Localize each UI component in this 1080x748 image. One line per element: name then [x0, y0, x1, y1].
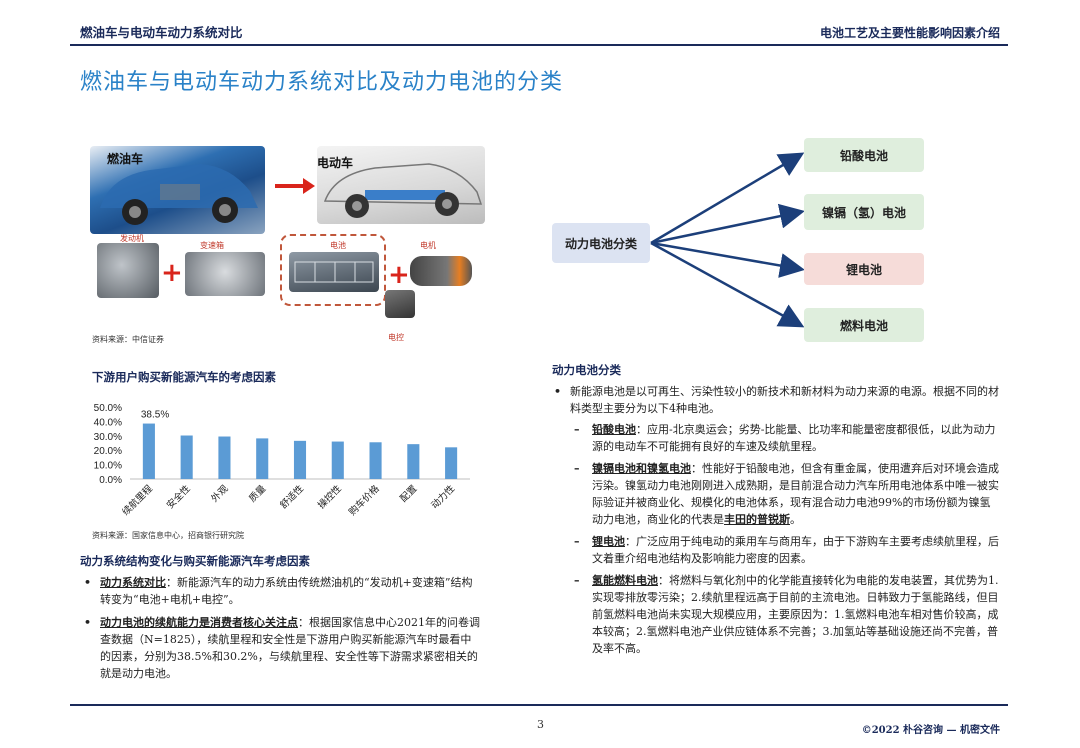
copyright-text: ©2022 朴谷咨询 — 机密文件 [861, 725, 1000, 736]
battery-type-item: 铅酸电池：应用-北京奥运会；劣势-比能量、比功率和能量密度都很低，以此为动力源的… [570, 421, 1000, 455]
gearbox-label: 变速箱 [200, 241, 224, 250]
battery-type-item: 镍镉电池和镍氢电池：性能好于铅酸电池，但含有重金属，使用遭弃后对环境会造成污染。… [570, 460, 1000, 528]
right-intro-text: 新能源电池是以可再生、污染性较小的新技术和新材料为动力来源的电源。根据不同的材料… [570, 385, 999, 415]
battery-classification-diagram: 动力电池分类 铅酸电池 镍镉（氢）电池 锂电池 燃料电池 [548, 135, 938, 350]
battery-type-head: 氢能燃料电池 [592, 574, 658, 587]
page-number: 3 [537, 718, 544, 731]
bullet-text: ：新能源汽车的动力系统由传统燃油机的“发动机+变速箱”结构转变为“电池+电机+电… [100, 576, 473, 606]
motor-image [410, 256, 472, 286]
battery-type-item: 氢能燃料电池：将燃料与氧化剂中的化学能直接转化为电能的发电装置，其优势为1.实现… [570, 572, 1000, 657]
y-tick-label: 10.0% [94, 461, 122, 472]
bullet-head: 动力电池的续航能力是消费者核心关注点 [100, 616, 298, 629]
header-left-title: 燃油车与电动车动力系统对比 [80, 25, 243, 40]
battery-type-text: ：应用-北京奥运会；劣势-比能量、比功率和能量密度都很低，以此为动力源的电动车不… [592, 423, 996, 453]
x-tick-label: 外观 [209, 482, 231, 504]
ev-label: 电动车 [317, 156, 354, 170]
data-label: 38.5% [141, 410, 169, 421]
right-bullet-list: 新能源电池是以可再生、污染性较小的新技术和新材料为动力来源的电源。根据不同的材料… [550, 383, 1000, 663]
right-intro-item: 新能源电池是以可再生、污染性较小的新技术和新材料为动力来源的电源。根据不同的材料… [550, 383, 1000, 657]
y-tick-label: 50.0% [94, 403, 122, 414]
chart-section-title: 下游用户购买新能源汽车的考虑因素 [92, 370, 276, 384]
illustration-source: 资料来源：中信证券 [92, 335, 164, 344]
x-tick-label: 配置 [398, 483, 419, 504]
diagram-node-fuel-cell: 燃料电池 [804, 308, 924, 342]
gearbox-image [185, 252, 265, 296]
header-right-title: 电池工艺及主要性能影响因素介绍 [819, 26, 1000, 40]
x-tick-label: 舒适性 [277, 482, 306, 511]
right-section-title: 动力电池分类 [552, 363, 621, 377]
battery-label: 电池 [330, 241, 346, 250]
left-section-title: 动力系统结构变化与购买新能源汽车考虑因素 [80, 554, 310, 568]
chart-bar [256, 438, 269, 479]
y-tick-label: 40.0% [94, 417, 122, 428]
battery-type-example: 丰田的普锐斯 [724, 513, 790, 526]
chart-source: 资料来源：国家信息中心，招商银行研究院 [92, 531, 244, 540]
arrow-to-nickel [650, 203, 805, 245]
battery-type-head: 铅酸电池 [592, 423, 636, 436]
diagram-node-lithium: 锂电池 [804, 253, 924, 285]
purchase-factors-chart: 50.0% 40.0% 30.0% 20.0% 10.0% 0.0%续航里程安全性外观质量… [80, 395, 480, 530]
x-tick-label: 动力性 [429, 482, 458, 511]
chart-bar [331, 441, 344, 479]
x-tick-label: 续航里程 [120, 482, 156, 518]
fuel-car-image [90, 146, 265, 234]
x-tick-label: 操控性 [315, 482, 344, 511]
controller-label: 电控 [388, 333, 404, 342]
y-tick-label: 0.0% [99, 475, 122, 486]
diagram-root-node: 动力电池分类 [552, 223, 650, 263]
battery-type-text: ：性能好于铅酸电池，但含有重金属，使用遭弃后对环境会造成污染。镍氢动力电池刚刚进… [592, 462, 999, 526]
battery-type-list: 铅酸电池：应用-北京奥运会；劣势-比能量、比功率和能量密度都很低，以此为动力源的… [570, 421, 1000, 657]
page-title: 燃油车与电动车动力系统对比及动力电池的分类 [80, 70, 564, 95]
diagram-node-nickel: 镍镉（氢）电池 [804, 194, 924, 230]
plus-icon-2: + [388, 260, 410, 290]
header-divider [70, 44, 1008, 46]
engine-label: 发动机 [120, 234, 144, 243]
left-bullet-item: 动力系统对比：新能源汽车的动力系统由传统燃油机的“发动机+变速箱”结构转变为“电… [80, 574, 482, 608]
y-tick-label: 30.0% [94, 432, 122, 443]
chart-bar [407, 444, 420, 479]
engine-image [97, 243, 159, 298]
controller-image [385, 290, 415, 318]
bullet-text: ：根据国家信息中心2021年的问卷调查数据（N=1825），续航里程和安全性是下… [100, 616, 480, 680]
diagram-node-lead-acid: 铅酸电池 [804, 138, 924, 172]
chart-bar [369, 442, 382, 479]
battery-type-head: 镍镉电池和镍氢电池 [592, 462, 691, 475]
chart-canvas: 50.0% 40.0% 30.0% 20.0% 10.0% 0.0%续航里程安全性外观质量… [94, 403, 470, 518]
x-tick-label: 安全性 [164, 482, 193, 511]
battery-type-text: ：将燃料与氧化剂中的化学能直接转化为电能的发电装置，其优势为1.实现零排放零污染… [592, 574, 999, 655]
diagram-arrows [650, 152, 805, 328]
footer-divider [70, 704, 1008, 706]
transition-arrow-icon [275, 178, 315, 194]
chart-bar [218, 436, 231, 479]
battery-highlight-box [280, 234, 386, 306]
powertrain-illustration: 燃油车 电动车 发动机 + 变速箱 电池 + 电机 电控 [85, 140, 505, 345]
x-tick-label: 购车价格 [346, 482, 382, 518]
battery-type-item: 锂电池：广泛应用于纯电动的乘用车与商用车，由于下游购车主要考虑续航里程，后文着重… [570, 533, 1000, 567]
fuel-car-label: 燃油车 [107, 152, 144, 166]
arrow-to-lithium [650, 241, 805, 278]
bullet-head: 动力系统对比 [100, 576, 166, 589]
battery-type-head: 锂电池 [592, 535, 625, 548]
chart-bar [293, 440, 307, 479]
battery-type-end: 。 [790, 513, 801, 526]
battery-type-text: ：广泛应用于纯电动的乘用车与商用车，由于下游购车主要考虑续航里程，后文着重介绍电… [592, 535, 999, 565]
plus-icon: + [161, 258, 183, 288]
left-bullet-item: 动力电池的续航能力是消费者核心关注点：根据国家信息中心2021年的问卷调查数据（… [80, 614, 482, 682]
chart-bar [180, 435, 193, 479]
left-bullet-list: 动力系统对比：新能源汽车的动力系统由传统燃油机的“发动机+变速箱”结构转变为“电… [80, 574, 482, 688]
ev-image [317, 146, 485, 224]
battery-image [289, 252, 379, 292]
chart-bar [445, 447, 458, 479]
x-tick-label: 质量 [246, 482, 268, 504]
y-tick-label: 20.0% [94, 446, 122, 457]
motor-label: 电机 [420, 241, 436, 250]
chart-bar [142, 423, 155, 479]
arrow-to-lead-acid [650, 152, 805, 245]
arrow-to-fuel-cell [650, 241, 805, 328]
